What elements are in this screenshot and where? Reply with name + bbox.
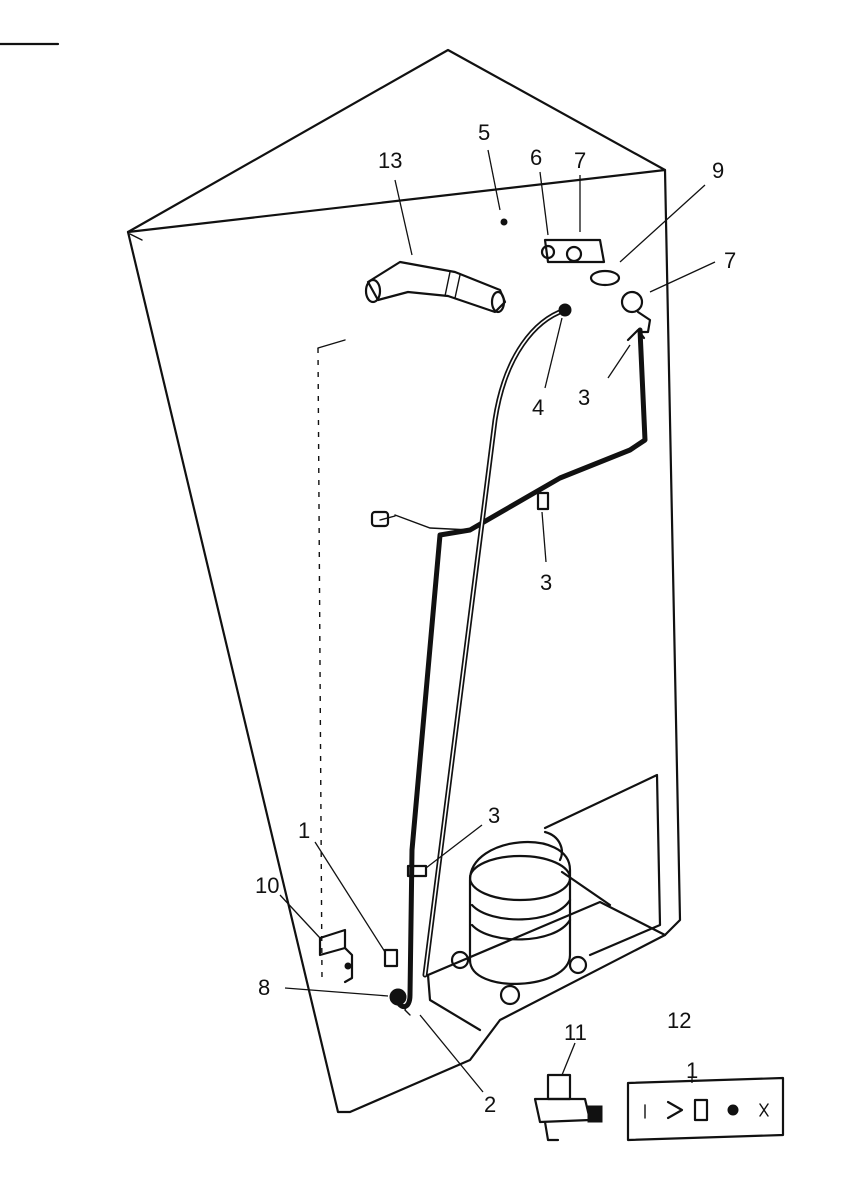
callout-7-right: 7 — [724, 248, 736, 273]
part-3-clamp-lower — [406, 864, 428, 878]
callout-10: 10 — [255, 873, 279, 898]
callout-13: 13 — [378, 148, 402, 173]
callout-3-middle: 3 — [540, 570, 552, 595]
part-12-panel — [626, 1076, 785, 1142]
callout-9: 9 — [712, 158, 724, 183]
callout-5: 5 — [478, 120, 490, 145]
callout-labels: 13 5 6 7 9 7 4 3 3 3 1 10 8 2 11 12 1 — [255, 120, 736, 1117]
leader-lines — [279, 149, 716, 1093]
part-3-clamp-upper — [626, 328, 646, 342]
callout-3-lower: 3 — [488, 803, 500, 828]
callout-3-upper: 3 — [578, 385, 590, 410]
callout-11: 11 — [564, 1020, 587, 1045]
callout-1-panel: 1 — [686, 1058, 698, 1083]
part-1-clip — [383, 948, 399, 968]
refrigerant-tubing — [370, 307, 648, 1016]
compressor — [450, 830, 588, 1006]
compressor-compartment — [426, 773, 667, 1032]
part-13-drain-tube — [364, 260, 507, 314]
callout-6: 6 — [530, 145, 542, 170]
part-4-fitting — [558, 303, 572, 317]
part-10-bracket — [318, 928, 354, 984]
callout-8: 8 — [258, 975, 270, 1000]
part-3-clamp-middle — [536, 491, 550, 511]
part-8-grommet — [389, 988, 407, 1006]
upper-fittings-cluster — [500, 218, 652, 334]
callout-2: 2 — [484, 1092, 496, 1117]
part-11-valve — [533, 1073, 603, 1142]
callout-12: 12 — [667, 1008, 691, 1033]
callout-1-cabinet: 1 — [298, 818, 310, 843]
refrigerator-cabinet — [126, 48, 682, 1114]
callout-4: 4 — [532, 395, 544, 420]
callout-7-upper: 7 — [574, 148, 586, 173]
